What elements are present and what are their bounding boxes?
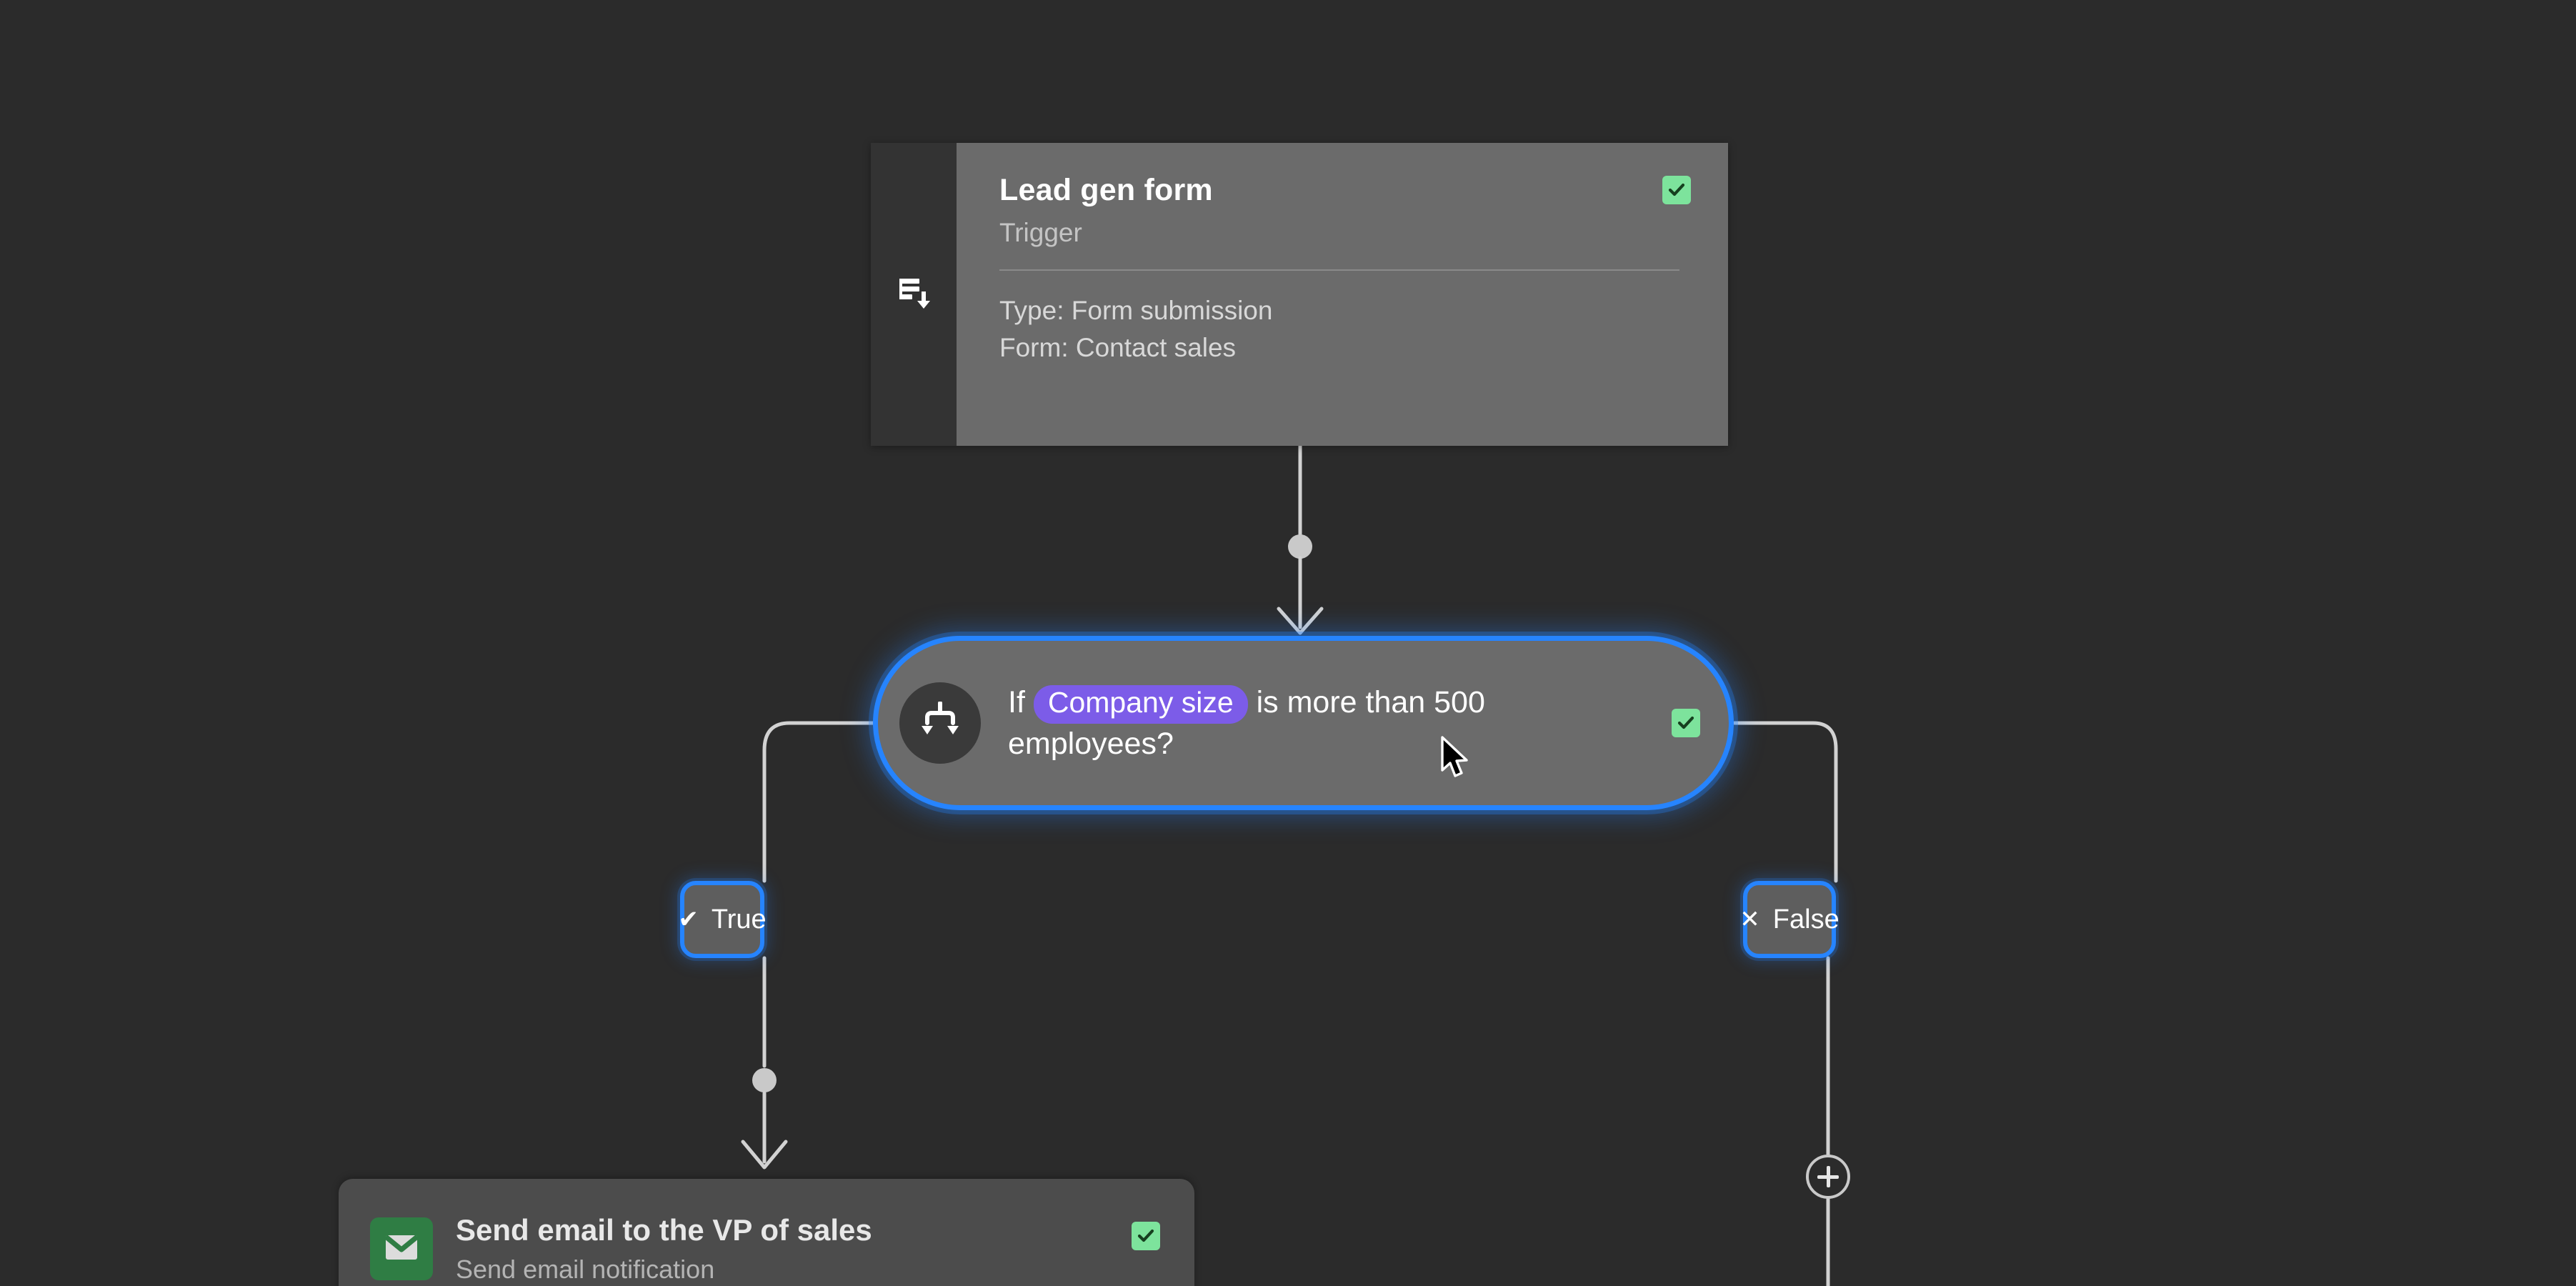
node-send-email-vp-sales[interactable]: Send email to the VP of sales Send email…	[339, 1179, 1194, 1286]
condition-text-before: If	[1008, 684, 1025, 719]
check-icon	[1667, 181, 1686, 199]
email-title: Send email to the VP of sales	[456, 1213, 872, 1247]
condition-status-slot[interactable]	[1672, 709, 1700, 737]
branch-false-label: False	[1772, 904, 1839, 934]
email-text-block: Send email to the VP of sales Send email…	[433, 1213, 1132, 1284]
branch-true-label: True	[711, 904, 767, 934]
connector-condition-false-branch	[762, 721, 875, 883]
connector-arrowhead	[1277, 607, 1324, 635]
trigger-subtitle: Trigger	[999, 218, 1082, 248]
trigger-divider	[999, 269, 1679, 271]
check-icon: ✔	[678, 906, 699, 933]
email-subtitle: Send email notification	[456, 1255, 715, 1285]
email-status-slot[interactable]	[1132, 1222, 1160, 1250]
trigger-meta: Type: Form submission Form: Contact sale…	[999, 292, 1688, 367]
envelope-icon	[383, 1232, 420, 1266]
add-step-button-false-branch[interactable]	[1806, 1155, 1850, 1199]
close-icon: ✕	[1739, 906, 1760, 933]
condition-status-badge[interactable]	[1672, 709, 1700, 737]
variable-pill-company-size[interactable]: Company size	[1033, 684, 1248, 724]
condition-text-after: is more than 500 employees?	[1008, 684, 1485, 761]
branch-label-true[interactable]: ✔ True	[678, 881, 767, 958]
trigger-body: Lead gen form Trigger Type: Form submiss…	[957, 143, 1728, 446]
connector-midpoint-dot	[1288, 534, 1312, 559]
condition-icon-wrapper	[899, 682, 981, 764]
trigger-title: Lead gen form	[999, 173, 1213, 207]
trigger-meta-type: Type: Form submission	[999, 295, 1273, 325]
trigger-status-badge[interactable]	[1662, 176, 1691, 204]
plus-icon-vertical	[1826, 1166, 1830, 1187]
node-trigger-lead-gen-form[interactable]: Lead gen form Trigger Type: Form submiss…	[871, 143, 1728, 446]
connector-arrowhead-true	[741, 1140, 788, 1170]
branch-label-false[interactable]: ✕ False	[1739, 881, 1839, 958]
trigger-status-slot[interactable]	[1662, 176, 1691, 204]
trigger-meta-form: Form: Contact sales	[999, 333, 1237, 363]
email-icon-wrapper	[370, 1217, 433, 1280]
connector-condition-true-branch	[1732, 721, 1838, 883]
check-icon	[1677, 714, 1695, 732]
check-icon	[1137, 1227, 1155, 1245]
condition-expression: If Company size is more than 500 employe…	[981, 682, 1672, 764]
email-status-badge[interactable]	[1132, 1222, 1160, 1250]
connector-midpoint-dot-true	[752, 1068, 777, 1092]
branch-split-icon	[919, 700, 961, 745]
form-submission-icon	[895, 274, 932, 315]
node-condition-company-size[interactable]: If Company size is more than 500 employe…	[873, 636, 1734, 810]
trigger-icon-rail	[871, 143, 957, 446]
